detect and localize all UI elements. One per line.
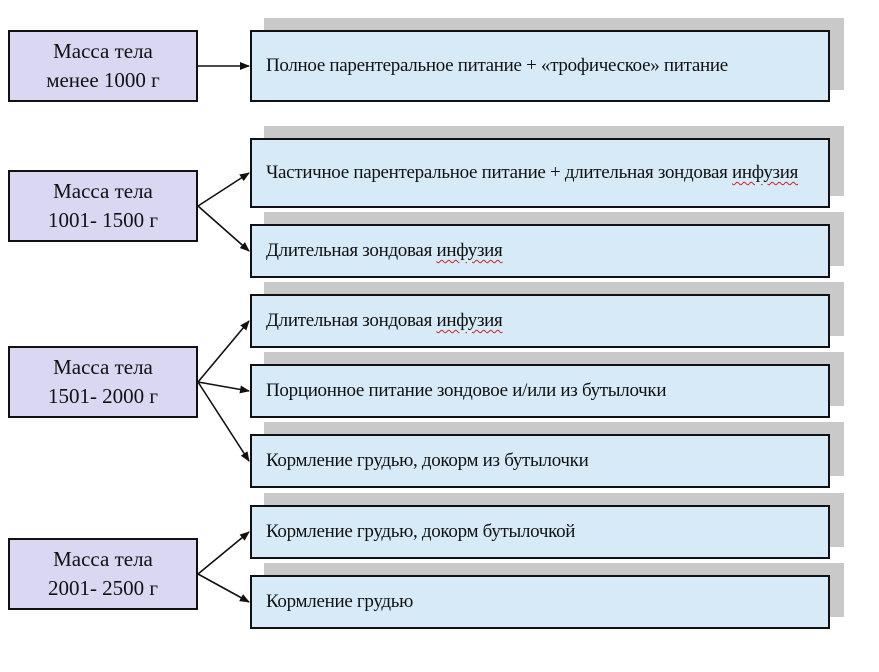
connector-arrow — [197, 172, 250, 207]
connector-arrow — [197, 531, 250, 575]
weight-category-box: Масса тела менее 1000 г — [8, 30, 198, 102]
feeding-option-label: Кормление грудью, докорм бутылочкой — [266, 521, 576, 542]
feeding-option-label: Кормление грудью, докорм из бутылочки — [266, 450, 589, 471]
feeding-option-label: Длительная зондовая инфузия — [266, 310, 503, 331]
feeding-option-box: Полное парентеральное питание + «трофиче… — [250, 30, 830, 102]
feeding-option-box: Кормление грудью, докорм бутылочкой — [250, 505, 830, 559]
weight-category-box: Масса тела 1001- 1500 г — [8, 170, 198, 242]
connector-arrow — [197, 381, 250, 462]
feeding-option-box: Длительная зондовая инфузия — [250, 294, 830, 348]
feeding-option-label: Кормление грудью — [266, 591, 413, 612]
feeding-option-box: Порционное питание зондовое и/или из бут… — [250, 364, 830, 418]
feeding-option-label: Полное парентеральное питание + «трофиче… — [266, 55, 728, 76]
feeding-option-box: Кормление грудью, докорм из бутылочки — [250, 434, 830, 488]
weight-category-box: Масса тела 2001- 2500 г — [8, 538, 198, 610]
connector-arrow — [197, 320, 250, 383]
feeding-option-box: Кормление грудью — [250, 575, 830, 629]
connector-arrow — [197, 205, 250, 252]
weight-category-box: Масса тела 1501- 2000 г — [8, 346, 198, 418]
feeding-option-label: Длительная зондовая инфузия — [266, 240, 503, 261]
feeding-option-label: Порционное питание зондовое и/или из бут… — [266, 380, 667, 401]
connector-arrow — [197, 573, 250, 603]
connector-arrow — [197, 381, 250, 394]
feeding-option-box: Частичное парентеральное питание + длите… — [250, 138, 830, 208]
feeding-option-box: Длительная зондовая инфузия — [250, 224, 830, 278]
feeding-option-label: Частичное парентеральное питание + длите… — [266, 162, 799, 183]
